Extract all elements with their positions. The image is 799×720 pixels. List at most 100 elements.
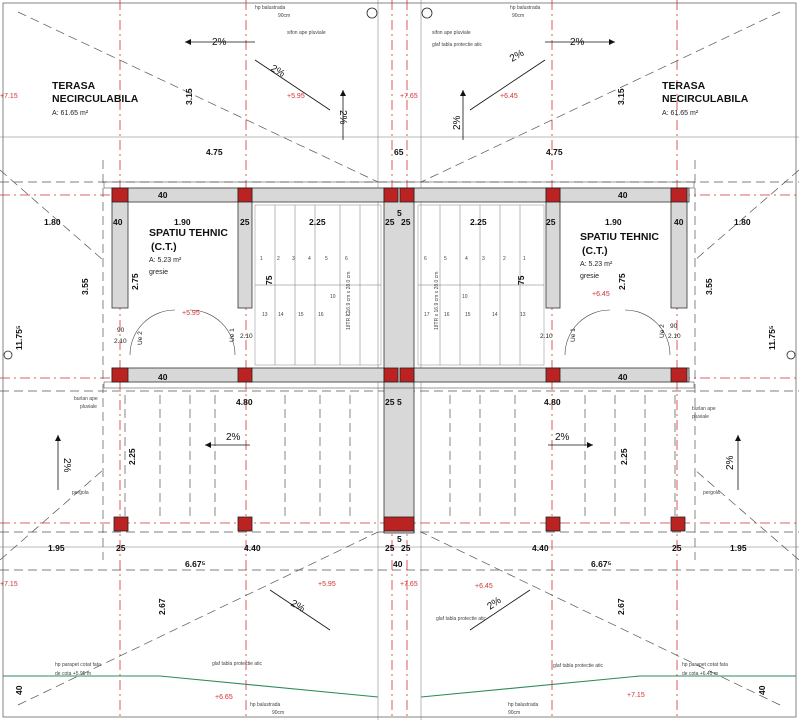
stair-step-number: 16 [318, 312, 324, 318]
dim-40-ml: 40 [158, 372, 168, 382]
door-left-w: 90 [117, 327, 125, 334]
dim-225-pergola-l: 2.25 [127, 448, 137, 465]
pergola-beams [124, 395, 676, 520]
elev-645-top: +6.45 [500, 93, 518, 100]
stair-step-number: 2 [503, 256, 506, 262]
elev-665-bottom: +6.65 [215, 694, 233, 701]
tech-left-name-1: SPATIU TEHNIC [149, 227, 228, 239]
stair-step-number: 4 [308, 256, 311, 262]
elev-595-bottom: +5.95 [318, 581, 336, 588]
dim-40-mr: 40 [618, 372, 628, 382]
terrace-left-name-2: NECIRCULABILA [52, 93, 139, 105]
slope-top-left: 2% [212, 37, 227, 48]
slope-vert-right: 2% [452, 115, 463, 130]
note-sifon-left: sifon ape pluviale [287, 30, 326, 36]
dim-5-bottom: 5 [397, 534, 402, 544]
slope-top-right: 2% [570, 37, 585, 48]
stair-step-number: 17 [424, 312, 430, 318]
dim-355-left: 3.55 [80, 278, 90, 295]
note-parapet-left-2: de cota +5.95 m [55, 671, 91, 677]
stair-step-number: 17 [345, 312, 351, 318]
columns [111, 187, 688, 532]
tech-right-finish: gresie [580, 273, 599, 280]
dim-5-mid: 5 [397, 397, 402, 407]
note-parapet-left-1: hp parapet cotat fata [55, 662, 101, 668]
dim-190-left: 1.90 [174, 217, 191, 227]
dim-440-right: 4.40 [532, 543, 549, 553]
tech-left-name-2: (C.T.) [151, 241, 177, 253]
door-right-h: 2.10 [668, 333, 681, 340]
stair-step-number: 5 [325, 256, 328, 262]
stair-right-mid: 10 [462, 294, 468, 300]
dim-65: 65 [394, 147, 404, 157]
note-burlan-left-2: pluviale [80, 404, 97, 410]
dim-25-mid1: 25 [385, 397, 395, 407]
note-hp-balustrada-bl: hp balustrada [250, 702, 281, 708]
slope-side-left: 2% [61, 458, 72, 473]
stair-step-number: 1 [523, 256, 526, 262]
dim-225-left: 2.25 [309, 217, 326, 227]
dim-190-right: 1.90 [605, 217, 622, 227]
tech-right-name-2: (C.T.) [582, 245, 608, 257]
stair-left-mid: 10 [330, 294, 336, 300]
door-right2-h: 2.10 [540, 333, 553, 340]
note-pergola-left: pergola [72, 490, 89, 496]
elev-765-top: +7.65 [400, 93, 418, 100]
stair-step-number: 13 [520, 312, 526, 318]
elev-715-bl: +7.15 [0, 581, 18, 588]
dim-480-right: 4.80 [544, 397, 561, 407]
note-parapet-right-1: hp parapet cotat fata [682, 662, 728, 668]
dim-440-left: 4.40 [244, 543, 261, 553]
elev-765-bottom: +7.65 [400, 581, 418, 588]
note-burlan-right-2: pluviale [692, 414, 709, 420]
dim-1175-left: 11.75⁵ [14, 325, 24, 350]
note-burlan-right-1: burlan ape [692, 406, 716, 412]
dim-6675-right: 6.67⁵ [591, 559, 612, 569]
note-hp-90-bl: 90cm [272, 710, 284, 716]
terrace-left-name-1: TERASA [52, 80, 96, 92]
door-right-w: 90 [670, 323, 678, 330]
dim-475-left: 4.75 [206, 147, 223, 157]
note-hp-balustrada-tl: hp balustrada [255, 5, 286, 11]
slope-pergola-left: 2% [226, 432, 241, 443]
dim-75-a: 75 [264, 275, 274, 285]
dim-40-bottom: 40 [393, 559, 403, 569]
dim-5-top: 5 [397, 208, 402, 218]
dim-40-tr: 40 [674, 217, 684, 227]
terrace-right-name-2: NECIRCULABILA [662, 93, 749, 105]
door-ue1-left: Ue 1 [229, 328, 236, 342]
tech-right-area: A: 5.23 m² [580, 261, 613, 268]
dim-475-right: 4.75 [546, 147, 563, 157]
dim-40-top-r: 40 [618, 190, 628, 200]
dim-195-right: 1.95 [730, 543, 747, 553]
note-hp-balustrada-tr: hp balustrada [510, 5, 541, 11]
dim-25-tm1: 25 [385, 217, 395, 227]
note-hp-90-tr: 90cm [512, 13, 524, 19]
dim-225-pergola-r: 2.25 [619, 448, 629, 465]
elev-645-tech: +6.45 [592, 291, 610, 298]
dim-75-b: 75 [516, 275, 526, 285]
slope-side-right: 2% [725, 455, 736, 470]
stair-step-number: 5 [444, 256, 447, 262]
dim-6675-left: 6.67⁵ [185, 559, 206, 569]
terrace-left-area: A: 61.65 m² [52, 110, 89, 117]
slope-arrows [55, 39, 741, 631]
note-glaf-top: glaf tabla protectie atic [432, 42, 483, 48]
note-pergola-right: pergola [703, 490, 720, 496]
dim-40-bottom-right: 40 [757, 685, 767, 695]
doors [129, 309, 671, 356]
stair-step-number: 2 [277, 256, 280, 262]
terrace-right-area: A: 61.65 m² [662, 110, 699, 117]
dim-25-bm1: 25 [385, 543, 395, 553]
dim-25-tm2: 25 [401, 217, 411, 227]
dim-25-tr: 25 [546, 217, 556, 227]
door-ue2-right: Ue 2 [659, 324, 666, 338]
dim-1175-right: 11.75⁵ [767, 325, 777, 350]
door-ue1-right: Ue 1 [570, 328, 577, 342]
stair-step-number: 3 [482, 256, 485, 262]
dim-25-bl: 25 [116, 543, 126, 553]
dim-180-left: 1.80 [44, 217, 61, 227]
door-ue2-left: Ue 2 [137, 331, 144, 345]
dim-195-left: 1.95 [48, 543, 65, 553]
